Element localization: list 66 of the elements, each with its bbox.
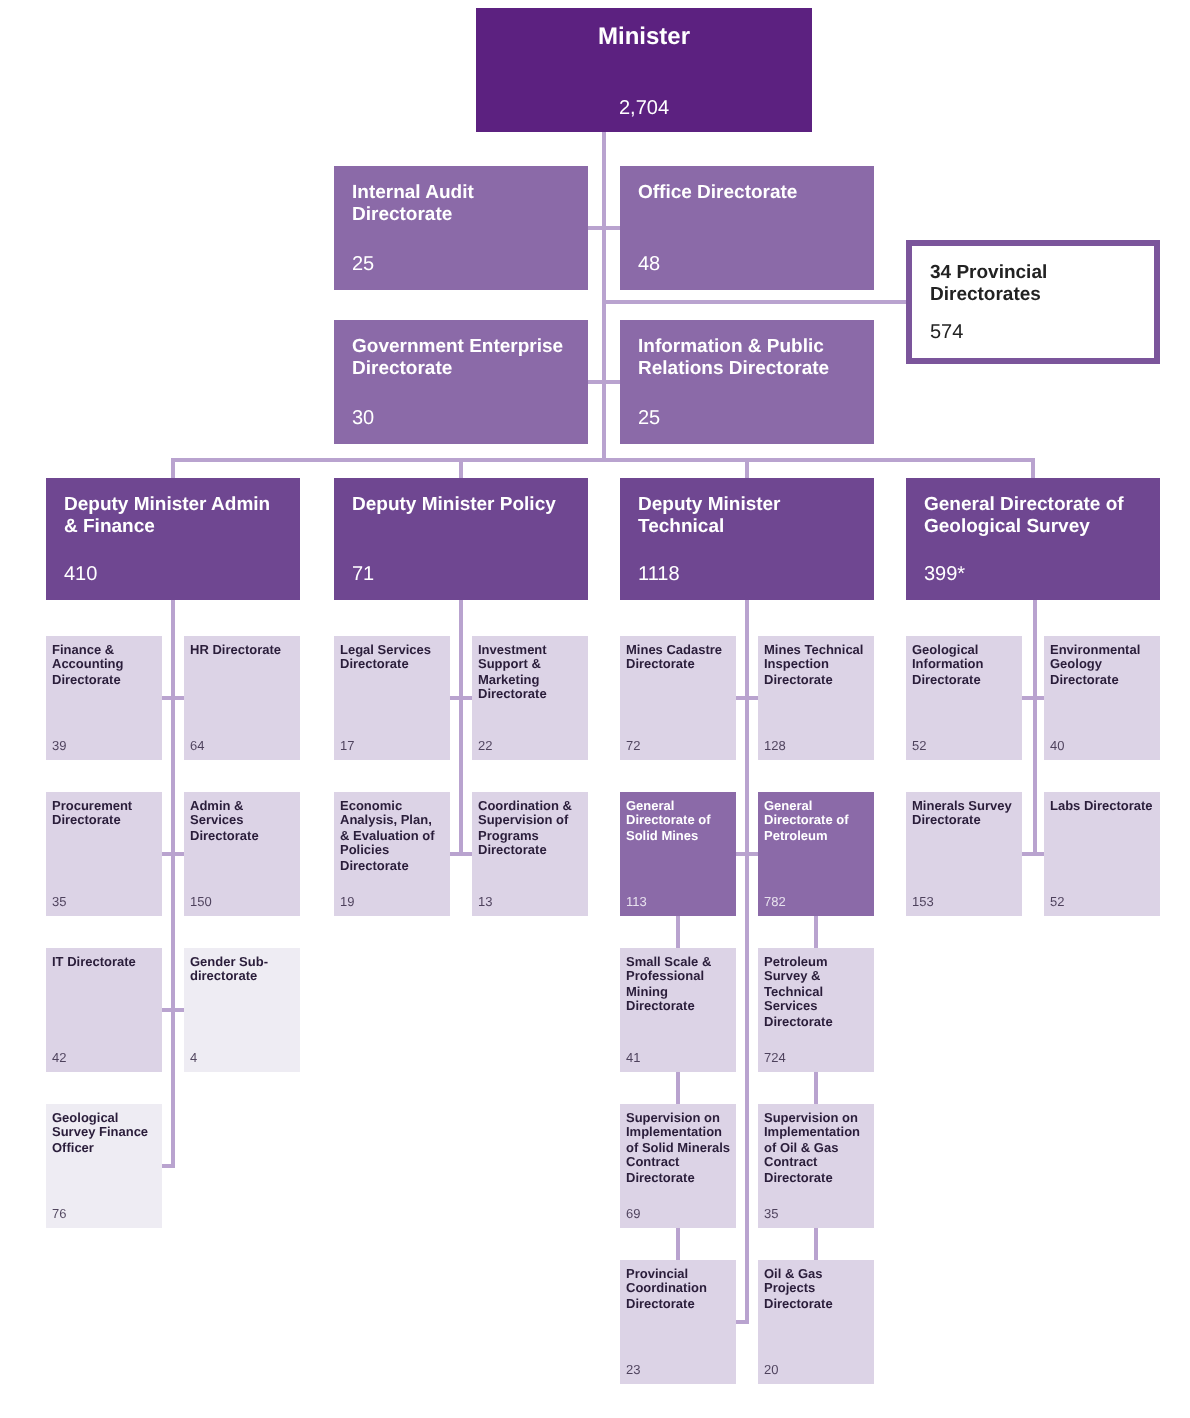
- staff-count: 25: [638, 410, 663, 430]
- directorate-box: [334, 636, 450, 760]
- unit-name: Deputy Minister Admin & Finance: [64, 494, 273, 540]
- unit-name: Deputy Minister Policy: [352, 494, 558, 517]
- staff-count: 1118: [638, 566, 682, 586]
- department-box: [620, 478, 874, 600]
- directorate-box: [46, 792, 162, 916]
- directorate-box: [620, 1260, 736, 1384]
- department-box: [620, 166, 874, 290]
- directorate-box: [1044, 636, 1160, 760]
- directorate-box: [184, 792, 300, 916]
- staff-count: 48: [638, 256, 663, 276]
- directorate-box: [472, 792, 588, 916]
- connector-line: [814, 916, 818, 948]
- directorate-box: [46, 948, 162, 1072]
- directorate-box: [758, 948, 874, 1072]
- unit-name: Deputy Minister Technical: [638, 494, 783, 540]
- directorate-box: [334, 792, 450, 916]
- directorate-box: [184, 636, 300, 760]
- connector-line: [676, 1072, 680, 1104]
- connector-line: [814, 1072, 818, 1104]
- directorate-box: [184, 948, 300, 1072]
- directorate-box: [758, 1104, 874, 1228]
- unit-name: Minister: [597, 22, 690, 52]
- unit-name: General Directorate of Geological Survey: [924, 494, 1126, 540]
- connector-line: [602, 132, 1035, 478]
- department-box: [334, 166, 588, 290]
- directorate-box: [758, 792, 874, 916]
- directorate-box: [906, 636, 1022, 760]
- directorate-box: [46, 1104, 162, 1228]
- department-box: [620, 320, 874, 444]
- connector-line: [676, 1228, 680, 1260]
- unit-name: Internal Audit Directorate: [352, 182, 476, 228]
- directorate-box: [620, 636, 736, 760]
- staff-count: 410: [64, 566, 100, 586]
- department-box: [46, 478, 300, 600]
- directorate-box: [620, 792, 736, 916]
- directorate-box: [472, 636, 588, 760]
- department-box: [334, 320, 588, 444]
- unit-name: Information & Public Relations Directorate: [638, 336, 832, 382]
- staff-count: 2,704: [618, 100, 670, 120]
- staff-count: 574: [930, 324, 966, 344]
- staff-count: 30: [352, 410, 377, 430]
- connector-line: [459, 600, 472, 856]
- directorate-box: [1044, 792, 1160, 916]
- connector-line: [814, 1228, 818, 1260]
- connector-line: [736, 600, 749, 1324]
- connector-line: [676, 916, 680, 948]
- directorate-box: [46, 636, 162, 760]
- department-box: [906, 240, 1160, 364]
- unit-name: Government Enterprise Directorate: [352, 336, 566, 382]
- staff-count: 399*: [924, 566, 968, 586]
- staff-count: 71: [352, 566, 377, 586]
- unit-name: Office Directorate: [638, 182, 800, 205]
- unit-name: 34 Provincial Directorates: [930, 262, 1050, 308]
- department-box: [334, 478, 588, 600]
- directorate-box: [758, 1260, 874, 1384]
- staff-count: 25: [352, 256, 377, 276]
- connector-line: [1033, 600, 1044, 856]
- department-box: [906, 478, 1160, 600]
- directorate-box: [906, 792, 1022, 916]
- minister-box: [476, 8, 812, 132]
- directorate-box: [758, 636, 874, 760]
- connector-line: [162, 600, 175, 1168]
- directorate-box: [620, 948, 736, 1072]
- directorate-box: [620, 1104, 736, 1228]
